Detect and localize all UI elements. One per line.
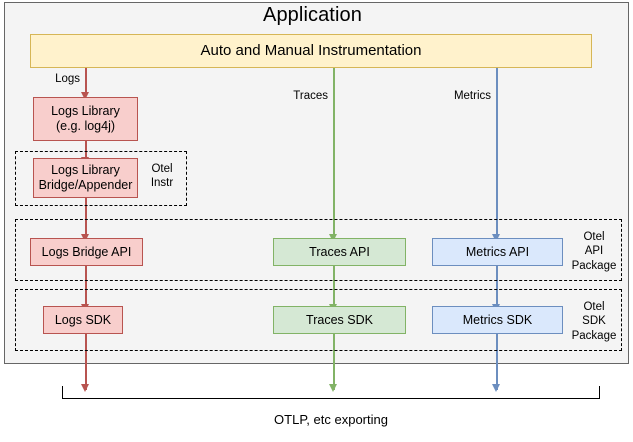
flow-label-logs: Logs [55,73,80,85]
flow-line-metrics-sdk-to-export [496,334,498,390]
flow-line-traces-sdk-to-export [333,334,335,390]
group-otel-api-package [15,219,622,281]
group-label-otel-api-package: Otel API Package [571,231,617,272]
arrowhead-logs-sdk-to-export [81,384,89,392]
arrowhead-traces-sdk-to-export [329,384,337,392]
flow-line-logs-bridge-to-api [85,196,87,238]
group-otel-instr [15,151,187,206]
group-otel-sdk-package [15,289,622,351]
flow-label-traces: Traces [293,90,328,102]
node-traces-sdk[interactable]: Traces SDK [273,306,406,334]
node-traces-api[interactable]: Traces API [273,238,406,266]
flow-label-metrics: Metrics [453,90,491,102]
node-logs-sdk[interactable]: Logs SDK [43,306,123,334]
flow-line-traces-to-api [333,68,335,238]
flow-line-metrics-api-to-sdk [496,266,498,310]
flow-line-metrics-to-api [496,68,498,238]
flow-line-logs-sdk-to-export [85,334,87,390]
page-title: Application [263,4,362,26]
flow-line-logs-api-to-sdk [85,266,87,310]
arrowhead-metrics-sdk-to-export [492,384,500,392]
flow-line-logs-to-library [85,68,87,94]
flow-line-traces-api-to-sdk [333,266,335,310]
group-label-otel-instr: Otel Instr [150,163,174,190]
node-logs-library-bridge-appender[interactable]: Logs Library Bridge/Appender [33,158,138,198]
export-bracket [62,386,600,399]
node-metrics-sdk[interactable]: Metrics SDK [432,306,563,334]
group-label-otel-sdk-package: Otel SDK Package [571,301,617,342]
node-logs-bridge-api[interactable]: Logs Bridge API [30,238,143,266]
node-auto-manual-instrumentation[interactable]: Auto and Manual Instrumentation [30,34,592,68]
arrowhead-logs-to-library [81,92,89,100]
node-metrics-api[interactable]: Metrics API [432,238,563,266]
export-label: OTLP, etc exporting [274,412,388,427]
node-logs-library[interactable]: Logs Library (e.g. log4j) [33,97,138,141]
